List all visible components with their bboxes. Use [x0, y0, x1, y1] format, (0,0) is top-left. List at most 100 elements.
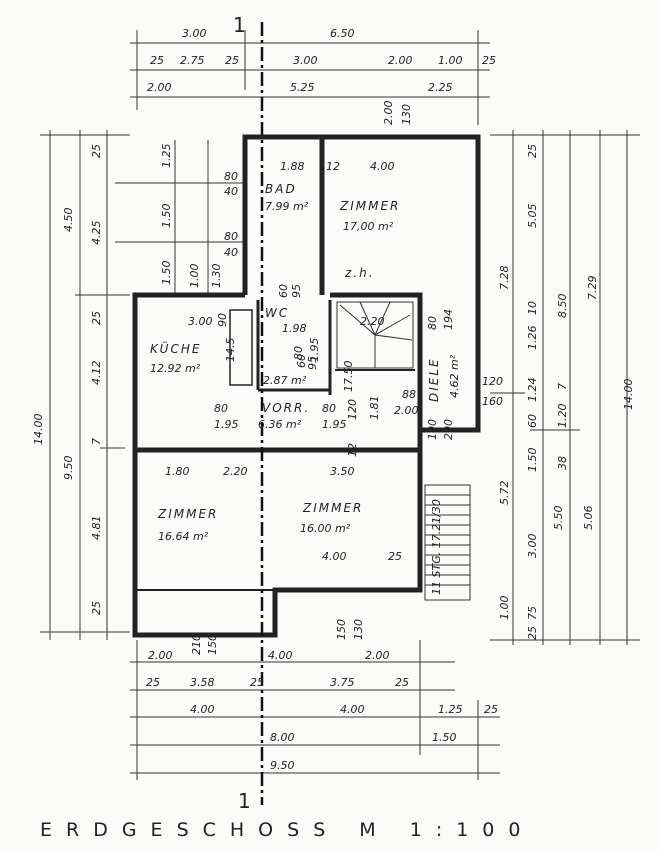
right-dimension-label: 25 — [526, 144, 539, 158]
left-dimension-label: 1.25 — [160, 144, 173, 169]
right-dimension-label: 7.28 — [498, 266, 511, 291]
bottom-dimension-label: 8.00 — [270, 731, 295, 744]
bottom-dimension-label: 25 — [250, 676, 264, 689]
interior-dimension-label: 90 — [216, 313, 229, 327]
room-area: 6.36 m² — [258, 418, 302, 431]
right-dimension-label: 60 — [526, 414, 539, 428]
left-dimension-label: 1.30 — [210, 264, 223, 289]
room-name: ZIMMER — [157, 507, 218, 521]
left-dimension-label: 4.81 — [90, 516, 103, 541]
interior-dimension-label: 1.95 — [214, 418, 239, 431]
drawing-title: ERDGESCHOSS M 1:100 — [40, 819, 534, 841]
stair-label: 11 STG. 17.21/30 — [430, 499, 443, 595]
walls — [132, 134, 481, 638]
left-dimension-label: 9.50 — [62, 456, 75, 481]
interior-dimension-label: 25 — [388, 550, 402, 563]
right-dimension-label: 1.24 — [526, 378, 539, 403]
bottom-dimension-label: 150 — [206, 634, 219, 655]
room-area: 12.92 m² — [150, 362, 201, 375]
top-dimension-label: 25 — [482, 54, 496, 67]
room-area: 16.00 m² — [300, 522, 351, 535]
interior-dimension-label: 100 — [426, 419, 439, 440]
room-name: KÜCHE — [150, 340, 201, 356]
interior-dimension-label: 95 — [290, 284, 303, 298]
top-dimension-label: 2.00 — [382, 101, 395, 126]
top-dimension-label: 1.00 — [438, 54, 463, 67]
interior-dimension-label: 60 — [295, 354, 308, 368]
interior-dimension-label: 40 — [224, 246, 238, 259]
bottom-dimension-label: 3.58 — [190, 676, 215, 689]
room-area: 16.64 m² — [158, 530, 209, 543]
interior-dimension-label: 60 — [277, 284, 290, 298]
interior-dimension-label: 12 — [346, 443, 359, 457]
right-dimension-label: 5.06 — [582, 506, 595, 531]
bottom-dimension-label: 4.00 — [190, 703, 215, 716]
right-dimension-label: 3.00 — [526, 534, 539, 559]
right-dimension-label: 14.00 — [622, 379, 635, 411]
left-dimension-label: 4.12 — [90, 361, 103, 386]
bottom-dimension-label: 4.00 — [340, 703, 365, 716]
bottom-dimension-label: 130 — [352, 619, 365, 640]
interior-dimension-label: 80 — [214, 402, 228, 415]
interior-dimension-label: 88 — [402, 388, 416, 401]
interior-dimension-label: 80 — [322, 402, 336, 415]
bottom-dimension-label: 1.25 — [438, 703, 463, 716]
top-dimension-label: 2.00 — [147, 81, 172, 94]
bottom-dimension-label: 25 — [146, 676, 160, 689]
room-name: ZIMMER — [339, 199, 400, 213]
room-name: BAD — [265, 182, 297, 196]
right-dimension-label: 160 — [482, 395, 503, 408]
left-dimension-label: 25 — [90, 311, 103, 325]
bottom-dimension-label: 2.00 — [148, 649, 173, 662]
left-dimension-label: 4.50 — [62, 208, 75, 233]
right-dimension-label: 1.00 — [498, 596, 511, 621]
right-dimension-label: 120 — [482, 375, 503, 388]
bottom-dimension-label: 1.50 — [432, 731, 457, 744]
bottom-dimension-label: 210 — [190, 634, 203, 655]
left-dimension-label: 25 — [90, 144, 103, 158]
right-dimension-label: 75 — [526, 606, 539, 620]
right-dimension-label: 1.26 — [526, 326, 539, 351]
interior-dimension-label: 80 — [426, 316, 439, 330]
right-dimension-label: 38 — [556, 456, 569, 470]
interior-dimension-label: 2.20 — [360, 315, 385, 328]
left-dimension-label: 7 — [90, 438, 103, 445]
right-dimension-label: 1.20 — [556, 404, 569, 429]
interior-dimension-label: 80 — [224, 170, 238, 183]
section-mark-top: 1 — [233, 13, 246, 37]
top-dimension-label: 25 — [150, 54, 164, 67]
left-dimension-label: 25 — [90, 601, 103, 615]
interior-dimension-label: 1.95 — [322, 418, 347, 431]
interior-dimension-label: 17.50 — [342, 361, 355, 393]
right-dimension-label: 5.72 — [498, 481, 511, 506]
top-dimension-label: 6.50 — [330, 27, 355, 40]
room-area: 4.62 m² — [448, 354, 461, 398]
right-dimension-label: 7.29 — [586, 276, 599, 301]
right-dimension-label: 1.50 — [526, 448, 539, 473]
interior-dimension-label: 12 — [326, 160, 340, 173]
interior-dimension-label: 1.81 — [368, 396, 381, 421]
bottom-dimension-label: 3.75 — [330, 676, 355, 689]
interior-dimension-label: 80 — [292, 346, 305, 360]
interior-dimension-label: 1.80 — [165, 465, 190, 478]
top-dimension-label: 3.00 — [293, 54, 318, 67]
interior-dimension-label: 40 — [224, 185, 238, 198]
room-name: ZIMMER — [302, 501, 363, 515]
right-dimension-label: 7 — [556, 383, 569, 390]
staircase — [336, 301, 471, 601]
section-mark-bottom: 1 — [238, 789, 251, 813]
bottom-dimension-label: 25 — [395, 676, 409, 689]
dimension-lines — [40, 30, 640, 780]
interior-dimension-label: 1.98 — [282, 322, 307, 335]
top-dimension-label: 130 — [400, 104, 413, 125]
top-dimension-label: 25 — [225, 54, 239, 67]
room-name: VORR. — [262, 401, 310, 415]
interior-dimension-label: 80 — [224, 230, 238, 243]
right-dimension-label: 8.50 — [556, 294, 569, 319]
room-area: 17,00 m² — [343, 220, 394, 233]
interior-dimension-label: 4.00 — [322, 550, 347, 563]
interior-dimension-label: 3.00 — [188, 315, 213, 328]
bottom-dimension-label: 9.50 — [270, 759, 295, 772]
